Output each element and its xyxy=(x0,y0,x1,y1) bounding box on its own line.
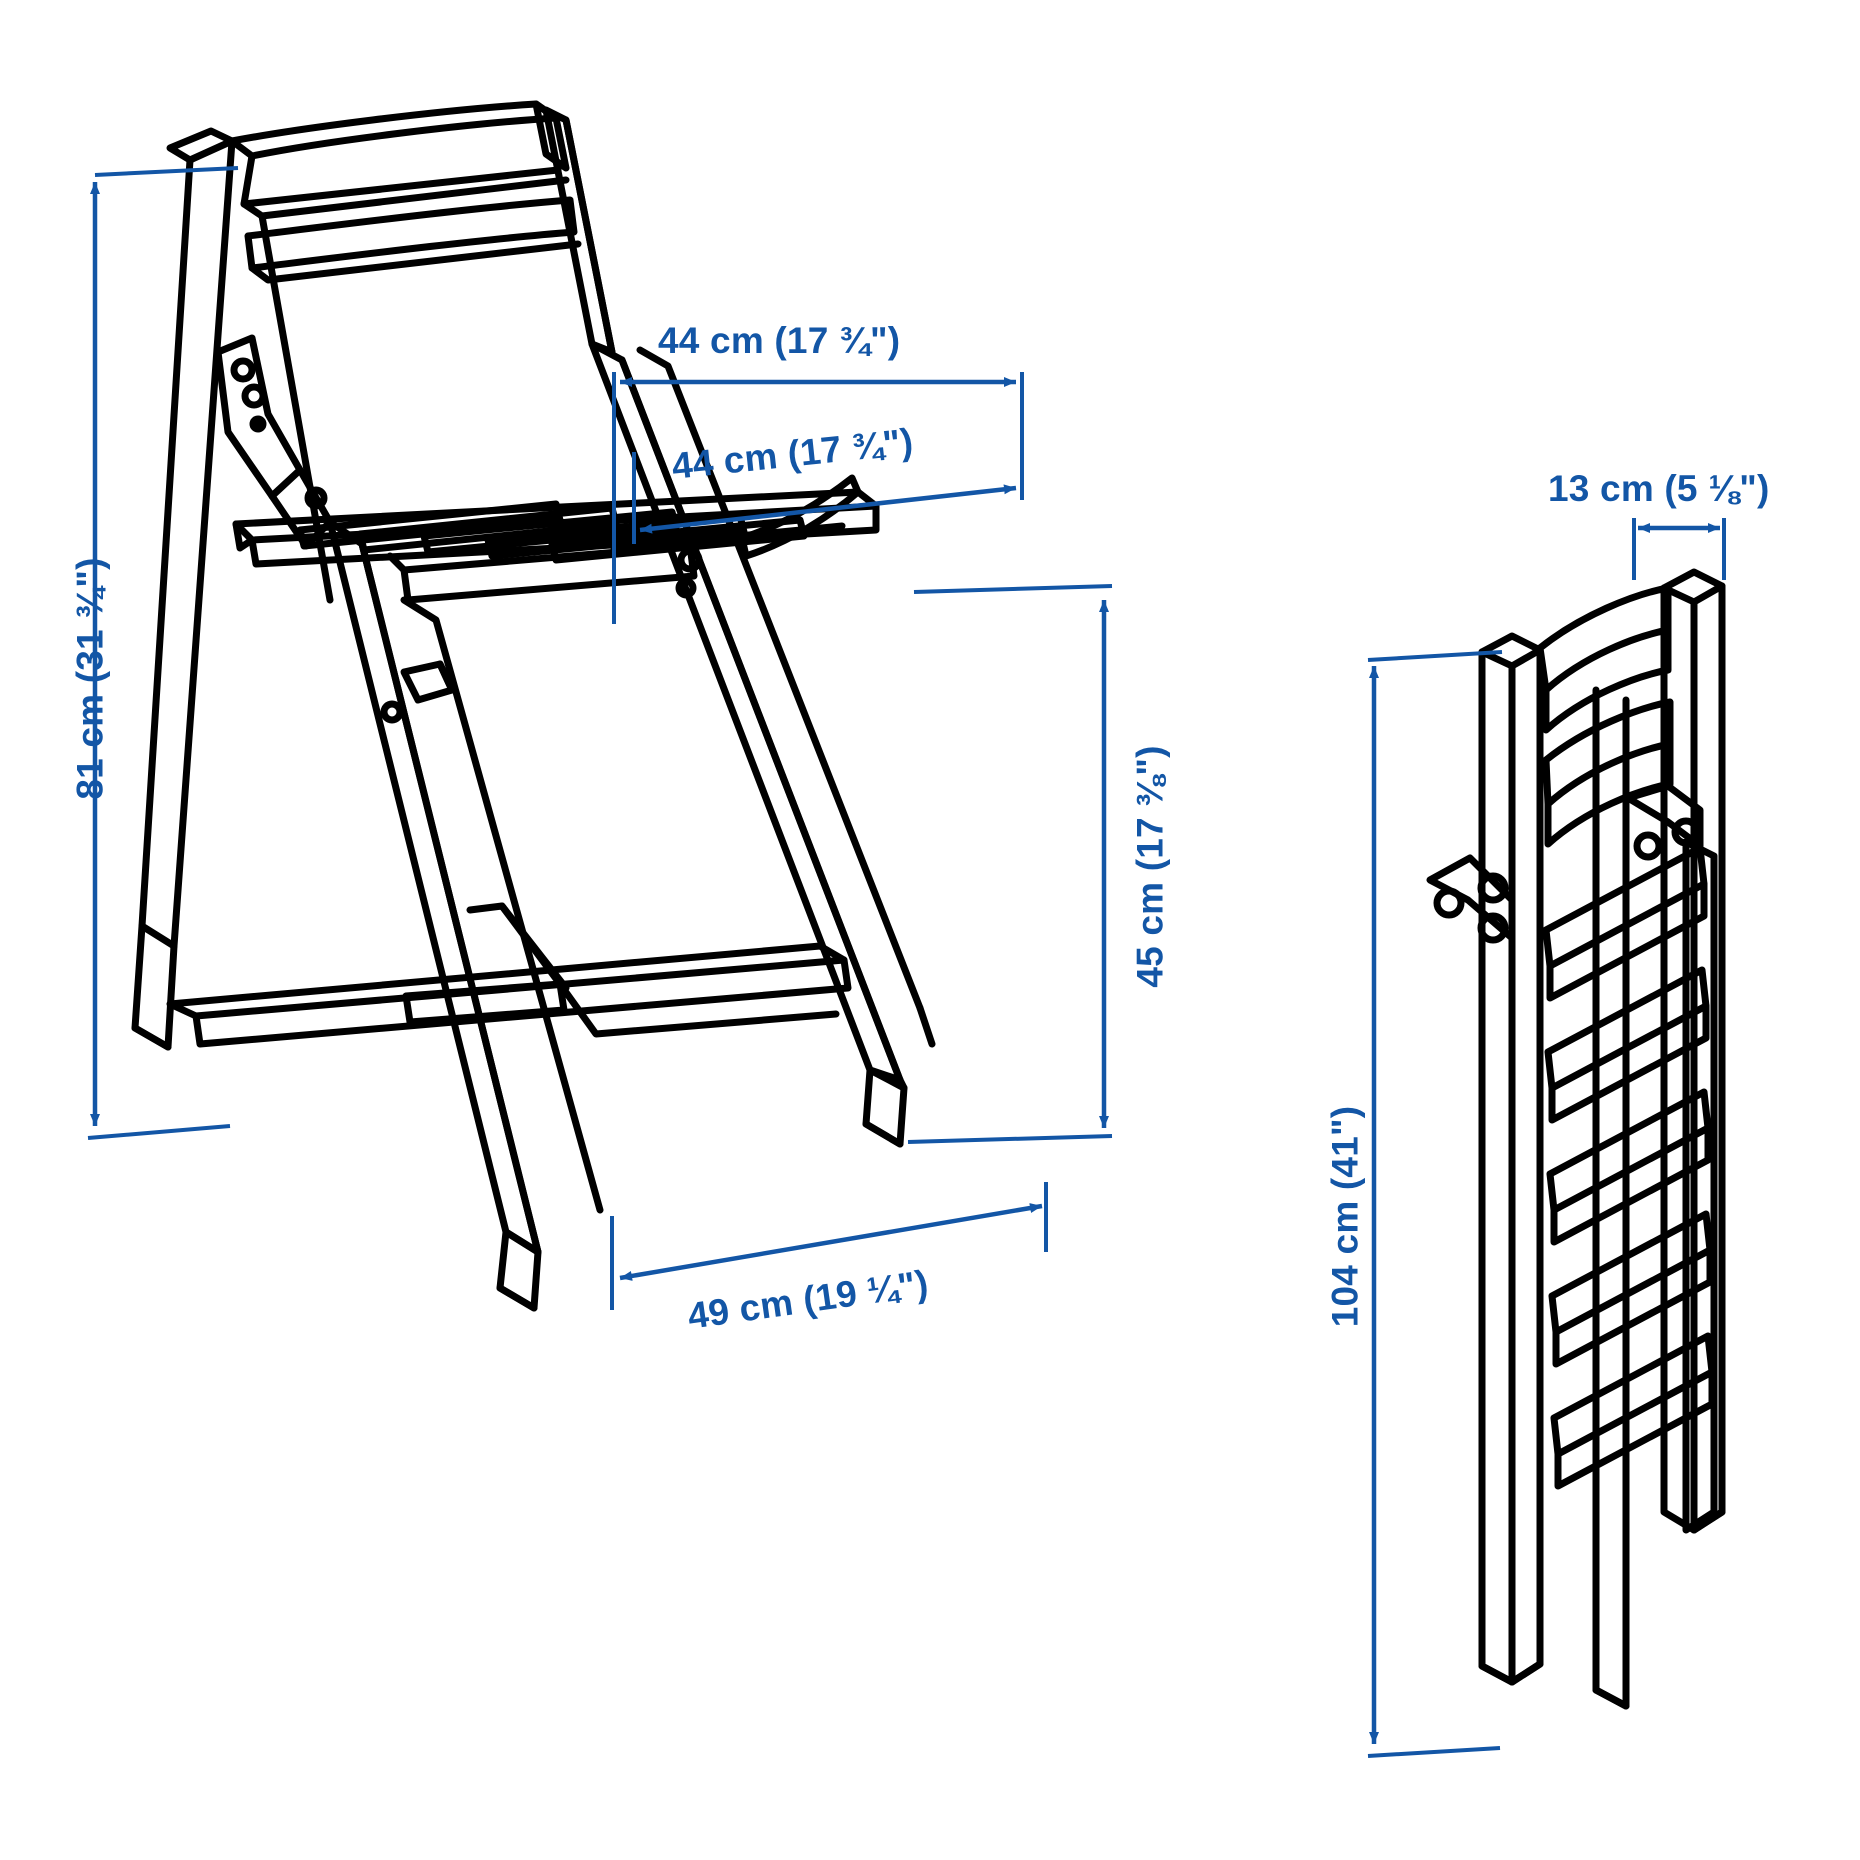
dim-label-height-overall: 81 cm (31 ¾") xyxy=(69,557,111,800)
dimension-lines xyxy=(87,166,1726,1758)
dim-label-seat-width: 44 cm (17 ¾") xyxy=(658,320,901,361)
chair-open-linework xyxy=(131,100,936,1312)
extline-seat-height-top xyxy=(913,584,1113,594)
extline-folded-top xyxy=(1367,650,1503,662)
chair-folded-linework xyxy=(1426,568,1726,1710)
extline-seat-height-bottom xyxy=(907,1134,1113,1144)
extline-folded-bottom xyxy=(1367,1746,1501,1758)
dim-label-seat-height: 45 cm (17 ⅜") xyxy=(1129,745,1171,988)
extline-height-top xyxy=(94,166,239,177)
extline-height-bottom xyxy=(87,1124,231,1140)
dimline-seat-depth xyxy=(639,484,1017,534)
dimline-overall-depth xyxy=(619,1203,1043,1281)
dim-label-folded-height: 104 cm (41") xyxy=(1324,1105,1366,1328)
dim-label-folded-thickness: 13 cm (5 ⅛") xyxy=(1548,468,1770,509)
